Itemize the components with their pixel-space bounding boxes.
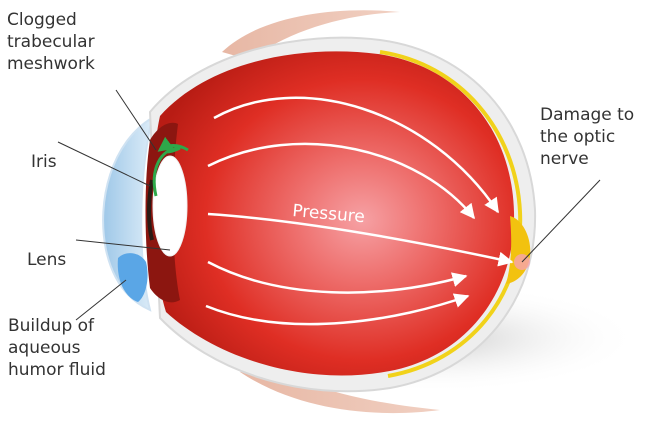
leader-buildup [76, 280, 126, 320]
aqueous-humor-buildup [118, 253, 148, 302]
label-iris: Iris [31, 151, 57, 173]
label-line: Clogged [7, 9, 95, 31]
label-line: humor fluid [8, 359, 106, 381]
label-line: Iris [31, 151, 57, 173]
label-buildup-aqueous-humor: Buildup of aqueous humor fluid [8, 315, 106, 381]
label-line: Buildup of [8, 315, 106, 337]
label-line: Lens [27, 249, 66, 271]
label-damage-optic-nerve: Damage to the optic nerve [540, 104, 634, 170]
label-line: aqueous [8, 337, 106, 359]
label-line: trabecular [7, 31, 95, 53]
label-line: the optic [540, 126, 634, 148]
label-line: meshwork [7, 53, 95, 75]
label-line: Damage to [540, 104, 634, 126]
label-clogged-trabecular-meshwork: Clogged trabecular meshwork [7, 9, 95, 75]
label-lens: Lens [27, 249, 66, 271]
label-line: nerve [540, 148, 634, 170]
lens [153, 156, 187, 256]
